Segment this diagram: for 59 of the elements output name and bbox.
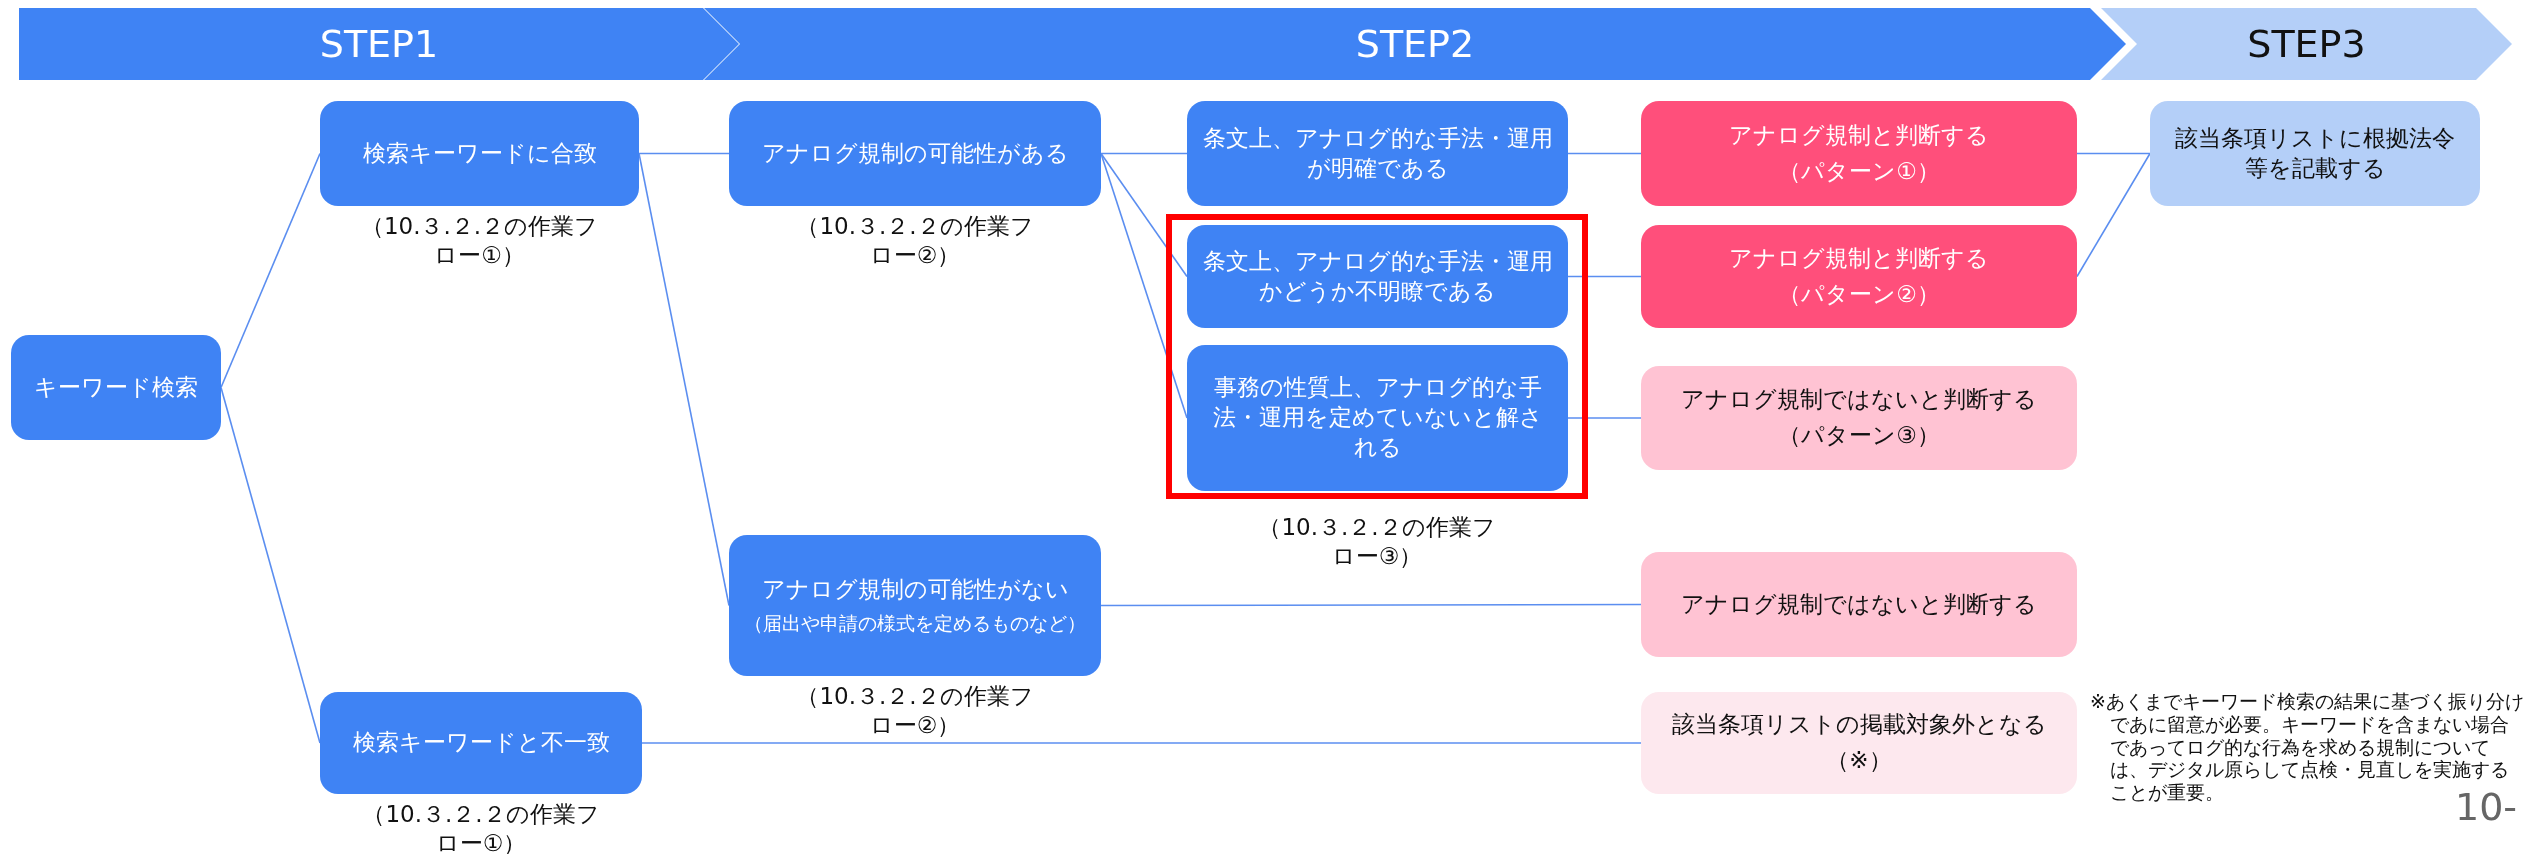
- process-box: [1187, 101, 1568, 206]
- connector-line: [638, 152, 730, 155]
- box-label: アナログ規制ではないと判断する: [1681, 385, 2037, 415]
- connector-line: [638, 152, 730, 607]
- box-label: アナログ規制と判断する: [1729, 120, 1989, 150]
- box-label: アナログ規制の可能性がない: [761, 575, 1069, 605]
- step-banner: [2101, 8, 2512, 80]
- process-box: [1641, 366, 2077, 470]
- connector-line: [641, 742, 1642, 744]
- box-label: 該当条項リストの掲載対象外となる: [1671, 710, 2047, 740]
- connector-line: [1100, 603, 1642, 607]
- process-box: [320, 101, 639, 206]
- connector-line: [2076, 152, 2151, 155]
- box-note: （パターン③）: [1778, 421, 1940, 450]
- box-label: 事務の性質上、アナログ的な手法・運用を定めていないと解される: [1211, 373, 1544, 462]
- connector-line: [1567, 152, 1642, 155]
- connector-line: [2076, 152, 2151, 278]
- box-label: 検索キーワードと不一致: [352, 728, 610, 758]
- highlight-frame: [1166, 214, 1588, 499]
- connector-line: [220, 152, 321, 389]
- box-note: （パターン①）: [1778, 156, 1940, 186]
- process-box: [2150, 101, 2480, 206]
- box-note: （※）: [1826, 746, 1892, 775]
- process-box: [1641, 225, 2077, 328]
- connector-line: [1100, 152, 1188, 155]
- connector-line: [220, 386, 321, 744]
- box-label: アナログ規制の可能性がある: [761, 138, 1069, 168]
- flow-reference: （10.３.２.２の作業フロー②）: [795, 682, 1035, 740]
- step-banner: [19, 8, 739, 80]
- flow-reference: （10.３.２.２の作業フロー①）: [361, 800, 601, 854]
- connector-line: [1100, 152, 1188, 278]
- flow-reference: （10.３.２.２の作業フロー③）: [1257, 513, 1497, 571]
- connector-line: [1567, 417, 1642, 419]
- box-label: 条文上、アナログ的な手法・運用が明確である: [1201, 123, 1554, 183]
- step-label: STEP1: [319, 22, 439, 66]
- box-label: 該当条項リストに根拠法令等を記載する: [2174, 123, 2456, 183]
- box-label: アナログ規制ではないと判断する: [1681, 589, 2037, 619]
- process-box: [729, 101, 1101, 206]
- process-box: [11, 335, 221, 440]
- connector-line: [1567, 275, 1642, 278]
- process-box: [1641, 692, 2077, 794]
- process-box: [320, 692, 642, 794]
- flow-reference: （10.３.２.２の作業フロー①）: [359, 212, 600, 270]
- process-box: [1187, 345, 1568, 491]
- process-box: [1641, 101, 2077, 206]
- box-note: （パターン②）: [1778, 279, 1940, 309]
- box-label: 検索キーワードに合致: [362, 138, 597, 168]
- process-box: [1187, 225, 1568, 328]
- flow-reference: （10.３.２.２の作業フロー②）: [795, 212, 1035, 270]
- process-box: [1641, 552, 2077, 657]
- step-label: STEP2: [1355, 22, 1475, 66]
- box-label: 条文上、アナログ的な手法・運用かどうか不明瞭である: [1201, 246, 1554, 306]
- box-label: キーワード検索: [34, 372, 198, 402]
- box-label: アナログ規制と判断する: [1729, 243, 1989, 273]
- box-note: （届出や申請の様式を定めるものなど）: [744, 611, 1086, 636]
- step-label: STEP3: [2247, 22, 2366, 66]
- step-banner: [704, 8, 2126, 80]
- process-box: [729, 535, 1101, 676]
- connector-line: [1100, 152, 1188, 419]
